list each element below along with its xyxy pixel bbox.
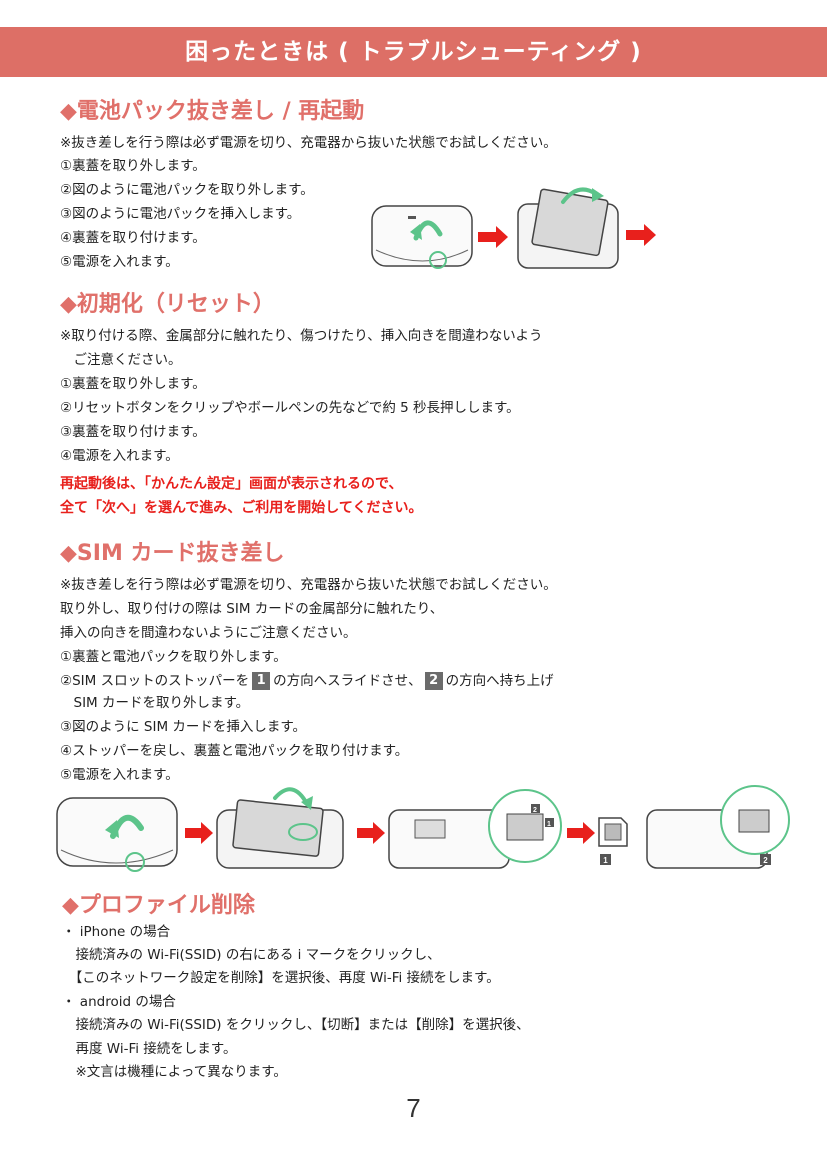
- right-arrow-icon: [357, 822, 385, 844]
- battery-removal-figure: [371, 187, 656, 269]
- text-line: SIM カードを取り外します。: [60, 695, 250, 711]
- section-heading-reset: ◆初期化（リセット）: [60, 292, 275, 317]
- text-line: ①裏蓋を取り外します。: [60, 158, 206, 174]
- notice-text: 全て「次へ」を選んで進み、ご利用を開始してください。: [60, 500, 423, 516]
- text-line: ※文言は機種によって異なります。: [62, 1064, 287, 1080]
- text-line: ⑤電源を入れます。: [60, 767, 179, 783]
- page-number: 7: [406, 1093, 421, 1123]
- figure-label: 1: [547, 821, 551, 828]
- battery-pack-icon: [216, 787, 344, 869]
- battery-pack-icon: [517, 187, 619, 269]
- section-heading-battery: ◆電池パック抜き差し / 再起動: [60, 99, 365, 124]
- sim-insert-icon: 2: [646, 785, 790, 869]
- text-line: ③図のように電池パックを挿入します。: [60, 206, 301, 222]
- router-device-icon: [371, 205, 473, 269]
- right-arrow-icon: [185, 822, 213, 844]
- text-line: ・ android の場合: [62, 994, 176, 1010]
- text-line: ※取り付ける際、金属部分に触れたり、傷つけたり、挿入向きを間違わないよう: [60, 328, 543, 344]
- right-arrow-icon: [478, 226, 508, 248]
- text-line: ③図のように SIM カードを挿入します。: [60, 719, 307, 735]
- text-line: 接続済みの Wi-Fi(SSID) をクリックし、【切断】または【削除】を選択後…: [62, 1017, 530, 1033]
- text-line: ご注意ください。: [60, 352, 182, 368]
- text-line: ④電源を入れます。: [60, 448, 179, 464]
- text-line: ②図のように電池パックを取り外します。: [60, 182, 314, 198]
- right-arrow-icon: [567, 822, 595, 844]
- text-line: 【このネットワーク設定を削除】を選択後、再度 Wi-Fi 接続をします。: [62, 970, 500, 986]
- text-line: ①裏蓋を取り外します。: [60, 376, 206, 392]
- sim-slot-icon: 2 1: [388, 789, 562, 869]
- text-fragment: の方向へ持ち上げ: [445, 673, 554, 689]
- text-line: ①裏蓋と電池パックを取り外します。: [60, 649, 287, 665]
- title-banner: 困ったときは ( トラブルシューティング ): [0, 27, 827, 77]
- text-line: 挿入の向きを間違わないようにご注意ください。: [60, 625, 357, 641]
- text-line: ④裏蓋を取り付けます。: [60, 230, 206, 246]
- text-line: ※抜き差しを行う際は必ず電源を切り、充電器から抜いた状態でお試しください。: [60, 135, 557, 151]
- direction-badge-1: 1: [252, 672, 271, 690]
- text-line: ③裏蓋を取り付けます。: [60, 424, 206, 440]
- direction-badge-2: 2: [424, 672, 443, 690]
- text-fragment: の方向へスライドさせ、: [273, 673, 422, 689]
- text-line: 接続済みの Wi-Fi(SSID) の右にある i マークをクリックし、: [62, 947, 441, 963]
- text-line: 取り外し、取り付けの際は SIM カードの金属部分に触れたり、: [60, 601, 444, 617]
- section-heading-profile: ◆プロファイル削除: [62, 893, 255, 918]
- figure-label: 2: [763, 856, 768, 865]
- right-arrow-icon: [626, 224, 656, 246]
- router-device-icon: [56, 797, 178, 872]
- figure-label: 2: [533, 807, 537, 814]
- text-line: ④ストッパーを戻し、裏蓋と電池パックを取り付けます。: [60, 743, 409, 759]
- figure-label: 1: [603, 856, 608, 865]
- sim-card-figure: 2 1 1 2: [56, 785, 790, 872]
- text-line: 再度 Wi-Fi 接続をします。: [62, 1041, 237, 1057]
- text-line: ※抜き差しを行う際は必ず電源を切り、充電器から抜いた状態でお試しください。: [60, 577, 557, 593]
- text-line: ⑤電源を入れます。: [60, 254, 179, 270]
- sim-card-icon: 1: [598, 817, 628, 865]
- notice-text: 再起動後は、「かんたん設定」画面が表示されるので、: [60, 476, 403, 492]
- section-heading-sim: ◆SIM カード抜き差し: [60, 541, 285, 566]
- text-line: ・ iPhone の場合: [62, 924, 171, 940]
- text-fragment: ②SIM スロットのストッパーを: [60, 673, 250, 689]
- text-line: ②リセットボタンをクリップやボールペンの先などで約 5 秒長押しします。: [60, 400, 520, 416]
